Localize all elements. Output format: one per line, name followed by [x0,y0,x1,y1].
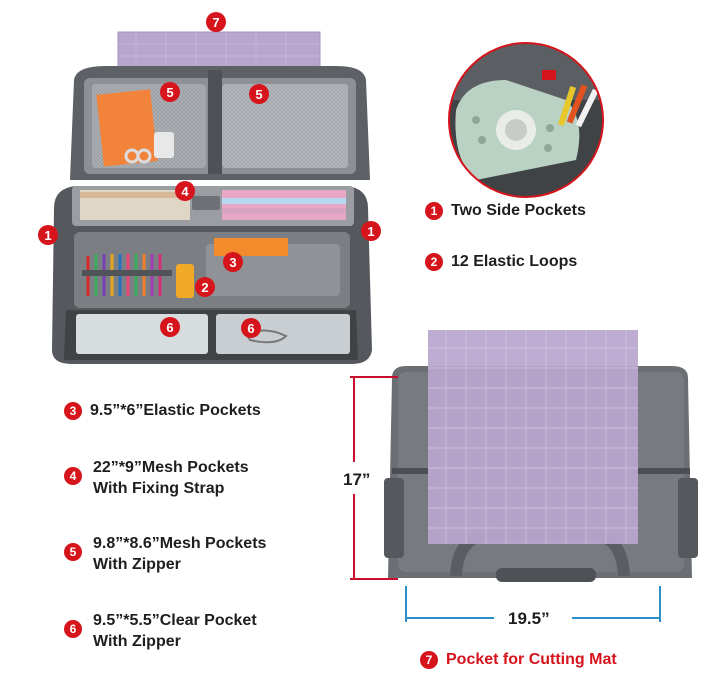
badge-6-right: 6 [241,318,261,338]
feature-3-text: 9.5”*6”Elastic Pockets [90,402,261,419]
badge-1-right: 1 [361,221,381,241]
feature-2-text: 12 Elastic Loops [451,253,578,270]
feature-6-line1: 9.5”*5.5”Clear Pocket [93,612,257,629]
feature-2-label: 2 12 Elastic Loops [425,253,577,271]
badge-5-left: 5 [160,82,180,102]
closed-bag-photo [384,330,698,582]
badge-4: 4 [175,181,195,201]
feature-5-badge: 5 [64,543,82,561]
feature-4-line1: 22”*9”Mesh Pockets [93,459,249,476]
height-label: 17” [343,470,371,489]
feature-5-line1: 9.8”*8.6”Mesh Pockets [93,535,267,552]
feature-4-label: 4 22”*9”Mesh Pockets With Fixing Strap [64,457,304,501]
feature-3-badge: 3 [64,402,82,420]
cutting-machine-zoom [448,42,604,198]
feature-6-badge: 6 [64,620,82,638]
feature-7-label: 7 Pocket for Cutting Mat [420,651,617,669]
feature-7-text: Pocket for Cutting Mat [446,651,617,668]
height-dimension [350,376,398,580]
width-dimension [405,586,661,622]
feature-6-label: 6 9.5”*5.5”Clear Pocket With Zipper [64,610,324,654]
badge-6-left: 6 [160,317,180,337]
badge-3: 3 [223,252,243,272]
feature-5-label: 5 9.8”*8.6”Mesh Pockets With Zipper [64,533,324,577]
open-bag-photo [52,31,372,364]
feature-1-badge: 1 [425,202,443,220]
width-label: 19.5” [508,609,550,628]
feature-7-badge: 7 [420,651,438,669]
feature-3-label: 3 9.5”*6”Elastic Pockets [64,402,261,420]
feature-5-line2: With Zipper [93,556,181,573]
cutting-mat-inserted [428,330,638,544]
feature-4-badge: 4 [64,467,82,485]
feature-4-line2: With Fixing Strap [93,480,225,497]
feature-1-text: Two Side Pockets [451,202,586,219]
feature-6-line2: With Zipper [93,633,181,650]
badge-1-left: 1 [38,225,58,245]
badge-2: 2 [195,277,215,297]
feature-1-label: 1 Two Side Pockets [425,202,586,220]
feature-2-badge: 2 [425,253,443,271]
badge-5-right: 5 [249,84,269,104]
badge-7-top: 7 [206,12,226,32]
